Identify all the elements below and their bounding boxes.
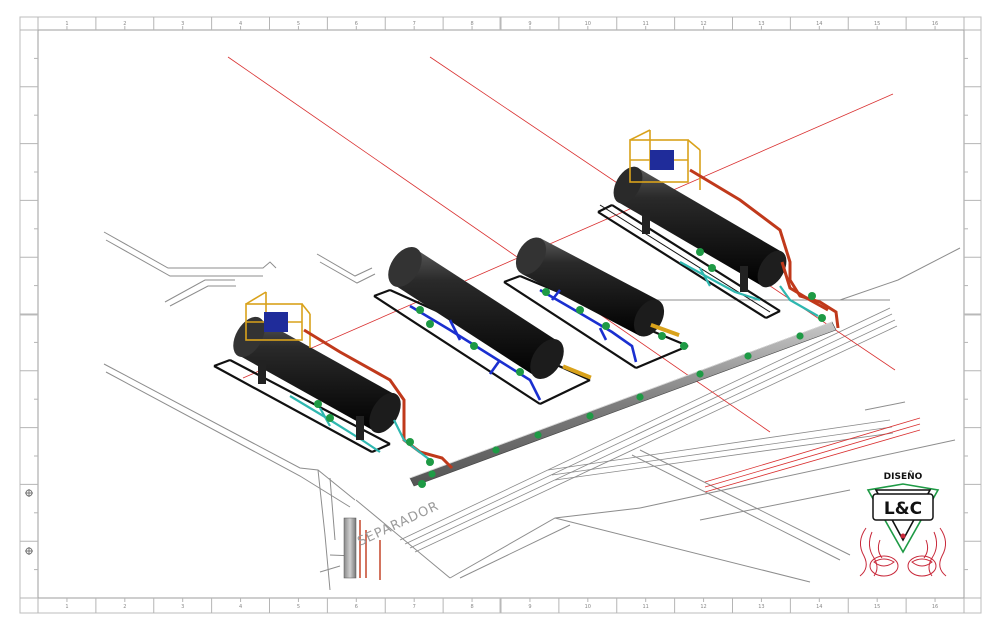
- sheet-grid-ticks: [20, 17, 981, 613]
- grid-number: 7: [413, 604, 416, 610]
- header-valve: [428, 470, 436, 478]
- header-valve: [636, 393, 644, 401]
- floor-outline: [103, 231, 961, 591]
- header-valve: [744, 352, 752, 360]
- main-header-pipe: [409, 321, 837, 487]
- header-valve: [534, 431, 542, 439]
- grid-number: 16: [932, 21, 938, 27]
- separator-vessel-2: [503, 237, 689, 370]
- grid-number: 15: [874, 604, 880, 610]
- yellow-pipe-segment: [562, 364, 592, 380]
- grid-number: 13: [758, 21, 764, 27]
- grid-number: 6: [355, 21, 358, 27]
- header-valve: [696, 370, 704, 378]
- grid-number: 1: [65, 21, 68, 27]
- separator-vessel-3: [373, 247, 592, 405]
- grid-number: 2: [123, 21, 126, 27]
- vessel-valves: [696, 248, 826, 322]
- support-saddles: [642, 210, 748, 292]
- header-valves: [428, 332, 804, 478]
- grid-number: 11: [643, 604, 649, 610]
- grid-number: 8: [470, 21, 473, 27]
- grid-number: 2: [123, 604, 126, 610]
- separator-vessel-1: [597, 129, 840, 329]
- logo-ornament: [859, 527, 947, 577]
- skid-frame: [597, 204, 781, 319]
- area-label: SEPARADOR: [355, 499, 441, 550]
- header-valve: [586, 412, 594, 420]
- grid-number: 15: [874, 21, 880, 27]
- grid-number: 5: [297, 21, 300, 27]
- header-valve: [796, 332, 804, 340]
- grid-number: 10: [585, 604, 591, 610]
- support-saddles: [258, 360, 364, 440]
- sheet-registration-marks: [25, 489, 33, 555]
- logo-top-text: DISEÑO: [884, 471, 923, 482]
- vessel-valves: [314, 400, 434, 488]
- vessel-body: [613, 166, 787, 288]
- grid-number: 8: [470, 604, 473, 610]
- header-valve: [492, 446, 500, 454]
- grid-number: 10: [585, 21, 591, 27]
- vessel-body: [515, 237, 665, 337]
- vessel-body: [388, 247, 564, 379]
- grid-number: 6: [355, 604, 358, 610]
- grid-number: 14: [816, 21, 822, 27]
- grid-number: 12: [700, 21, 706, 27]
- grid-number: 9: [528, 21, 531, 27]
- hot-pipe-run: [689, 168, 840, 329]
- platform-equipment: [264, 312, 288, 332]
- grid-number: 5: [297, 604, 300, 610]
- vessel-body: [233, 316, 401, 434]
- grid-number: 12: [700, 604, 706, 610]
- process-piping: [409, 304, 542, 401]
- process-piping: [539, 288, 638, 363]
- grid-number: 4: [239, 604, 242, 610]
- grid-number: 9: [528, 604, 531, 610]
- grid-number: 3: [181, 21, 184, 27]
- grid-number: 7: [413, 21, 416, 27]
- platform-equipment: [650, 150, 674, 170]
- grid-number: 16: [932, 604, 938, 610]
- aux-piping: [289, 395, 431, 461]
- grid-number: 13: [758, 604, 764, 610]
- grid-number: 1: [65, 604, 68, 610]
- separator-vessel-4: [213, 291, 454, 488]
- brand-logo: DISEÑO L&C: [859, 471, 947, 577]
- riser-column: [343, 517, 381, 580]
- vessel-valves: [542, 288, 688, 350]
- aux-piping: [679, 261, 819, 317]
- grid-number: 11: [643, 21, 649, 27]
- trench-lines: [399, 307, 898, 553]
- grid-number: 14: [816, 604, 822, 610]
- hot-pipe-run: [303, 328, 454, 470]
- yellow-pipe-segment: [650, 322, 680, 338]
- vessel-valves: [416, 306, 524, 376]
- grid-number: 3: [181, 604, 184, 610]
- grid-number: 4: [239, 21, 242, 27]
- logo-mark: L&C: [884, 499, 922, 519]
